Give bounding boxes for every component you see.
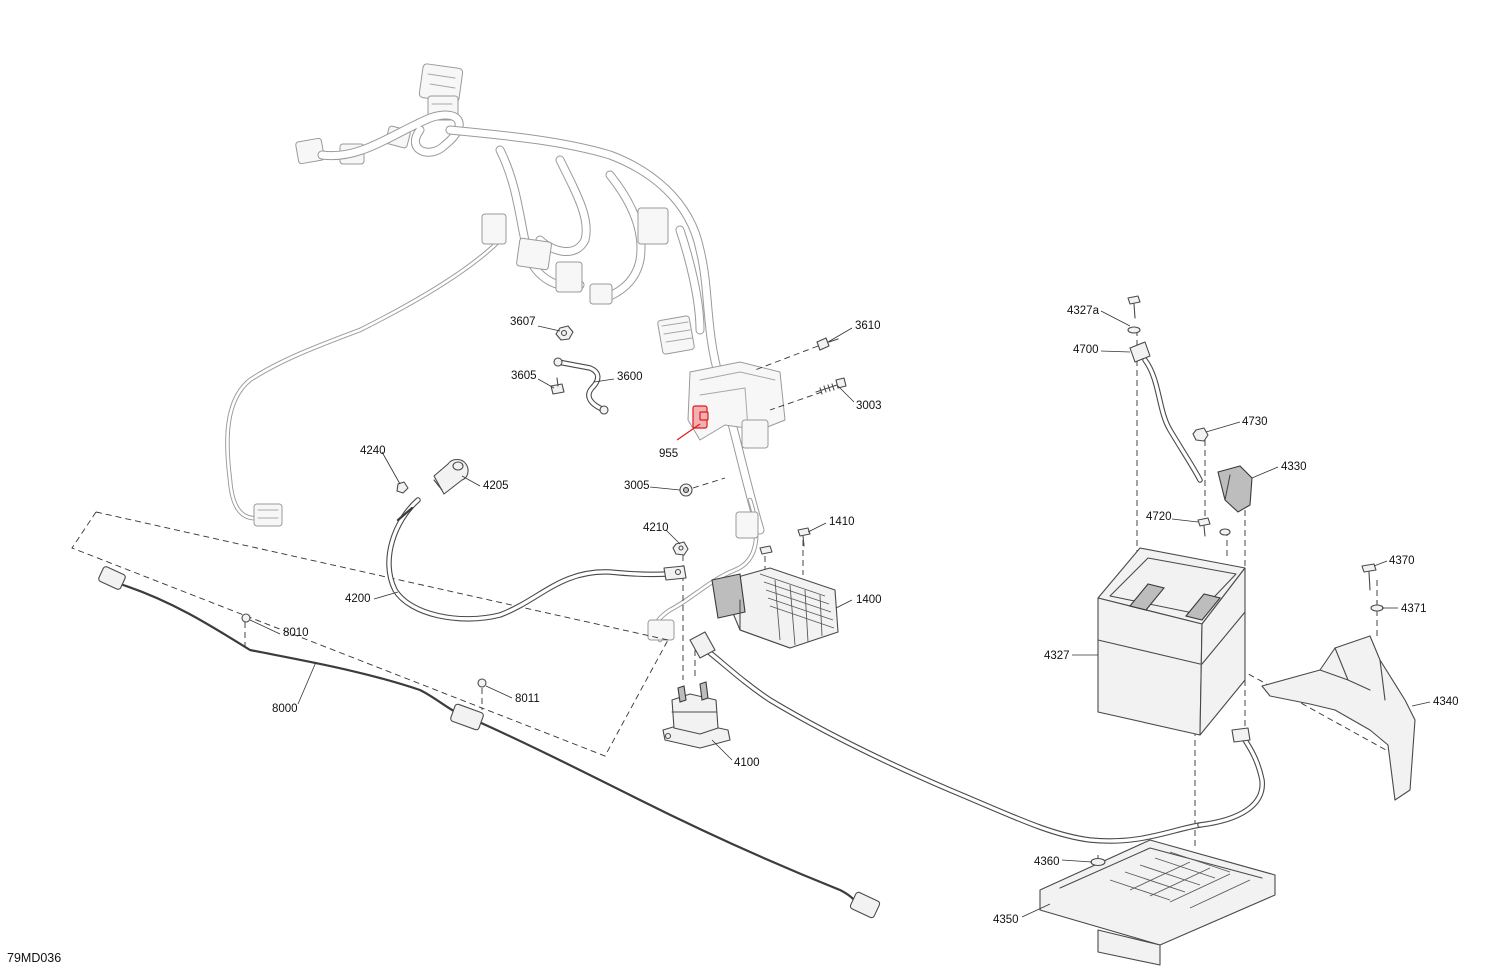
callout-4371[interactable]: 4371 — [1401, 603, 1427, 615]
part-4327-battery[interactable] — [1097, 547, 1246, 736]
callout-4340[interactable]: 4340 — [1433, 696, 1459, 708]
part-4330-terminal-cover[interactable] — [1217, 465, 1253, 513]
callout-4700[interactable]: 4700 — [1073, 344, 1099, 356]
callout-4327a[interactable]: 4327a — [1067, 305, 1100, 317]
part-1410-screw[interactable] — [759, 527, 811, 555]
main-wiring-harness — [225, 63, 786, 643]
leader-955 — [676, 423, 701, 441]
callout-8011[interactable]: 8011 — [515, 693, 540, 705]
harness-left-end-connector — [253, 503, 283, 527]
part-4340-bracket[interactable] — [1261, 635, 1416, 801]
part-1400-voltage-regulator[interactable] — [711, 567, 839, 649]
part-4370-screw[interactable] — [1361, 563, 1377, 591]
part-4730-nut[interactable] — [1192, 427, 1209, 442]
part-4720-bolt[interactable] — [1197, 517, 1231, 537]
callout-4330[interactable]: 4330 — [1281, 461, 1307, 473]
part-4700-battery-cable[interactable] — [1129, 341, 1203, 483]
callout-3607[interactable]: 3607 — [510, 316, 536, 328]
negative-battery-cable[interactable] — [689, 631, 1265, 844]
callout-1400[interactable]: 1400 — [856, 594, 882, 606]
part-4350-battery-tray[interactable] — [1039, 839, 1276, 966]
harness-bracket-block — [687, 361, 786, 449]
part-3005-clip[interactable] — [679, 483, 693, 497]
callout-3610[interactable]: 3610 — [855, 320, 881, 332]
leader-lines — [249, 310, 1431, 918]
drawing-id: 79MD036 — [7, 951, 61, 965]
callout-4730[interactable]: 4730 — [1242, 416, 1268, 428]
harness-lower-connector — [647, 511, 759, 641]
callout-3600[interactable]: 3600 — [617, 371, 643, 383]
part-4327a-bolt[interactable] — [1127, 295, 1141, 334]
callout-8000[interactable]: 8000 — [272, 703, 298, 715]
part-4205-cap[interactable] — [433, 458, 469, 495]
callout-labels: 3607 3610 3605 3600 3003 955 4240 4205 3… — [272, 305, 1459, 926]
part-8000-ground-wire[interactable] — [98, 566, 881, 919]
callout-4200[interactable]: 4200 — [345, 593, 371, 605]
callout-4350[interactable]: 4350 — [993, 914, 1019, 926]
callout-4205[interactable]: 4205 — [483, 480, 509, 492]
callout-4327[interactable]: 4327 — [1044, 650, 1070, 662]
part-8011-screw[interactable] — [477, 678, 487, 688]
callout-3003[interactable]: 3003 — [856, 400, 882, 412]
part-3610-screw[interactable] — [816, 337, 839, 351]
callout-4100[interactable]: 4100 — [734, 757, 760, 769]
callout-955[interactable]: 955 — [659, 448, 678, 460]
part-3607-nut[interactable] — [555, 325, 574, 341]
callout-8010[interactable]: 8010 — [283, 627, 309, 639]
part-3605-bolt[interactable] — [550, 377, 565, 395]
callout-4240[interactable]: 4240 — [360, 445, 386, 457]
callout-3005[interactable]: 3005 — [624, 480, 650, 492]
callout-4370[interactable]: 4370 — [1389, 555, 1415, 567]
part-4210-nut[interactable] — [672, 541, 689, 556]
part-4371-washer[interactable] — [1370, 604, 1384, 612]
callout-1410[interactable]: 1410 — [829, 516, 855, 528]
part-4100-starter-solenoid[interactable] — [662, 681, 731, 749]
part-8010-screw[interactable] — [241, 613, 251, 623]
part-3600-ground-strap[interactable] — [553, 357, 609, 415]
callout-4720[interactable]: 4720 — [1146, 511, 1172, 523]
part-4200-positive-cable[interactable] — [386, 497, 687, 622]
part-955-fuse-holder[interactable] — [692, 405, 709, 429]
callout-3605[interactable]: 3605 — [511, 370, 537, 382]
harness-mid-connectors — [481, 207, 695, 355]
part-4360-washer[interactable] — [1090, 857, 1106, 867]
callout-4210[interactable]: 4210 — [643, 522, 669, 534]
part-4240-nut[interactable] — [396, 481, 409, 494]
callout-4360[interactable]: 4360 — [1034, 856, 1060, 868]
part-3003-screw[interactable] — [815, 377, 847, 395]
